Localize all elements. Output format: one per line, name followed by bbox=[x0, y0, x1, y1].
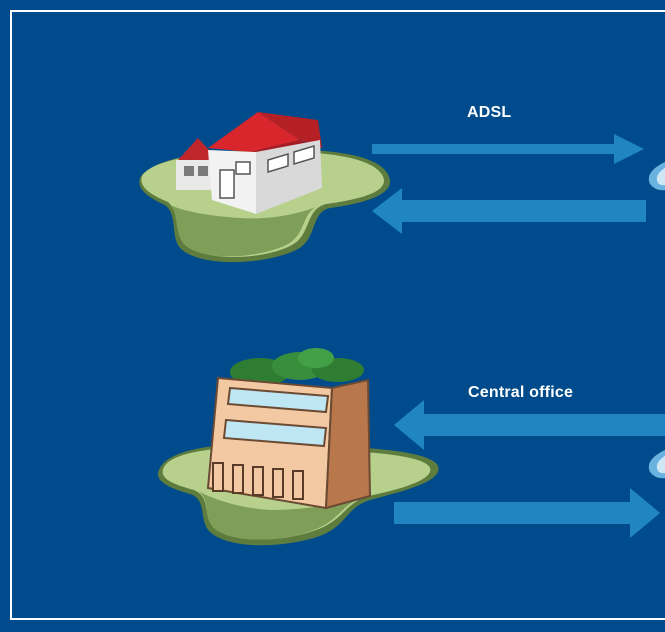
arrow-top-right bbox=[372, 134, 644, 164]
central-office-label: Central office bbox=[468, 384, 574, 401]
arrow-top-left bbox=[372, 188, 646, 234]
house-island-icon bbox=[139, 112, 391, 263]
arrow-bottom-left bbox=[394, 400, 665, 450]
arrow-bottom-right bbox=[394, 488, 660, 538]
adsl-label: ADSL bbox=[467, 104, 512, 121]
dish-icon bbox=[648, 162, 665, 191]
office-building-island-icon bbox=[157, 348, 439, 546]
dish-icon bbox=[648, 450, 665, 479]
